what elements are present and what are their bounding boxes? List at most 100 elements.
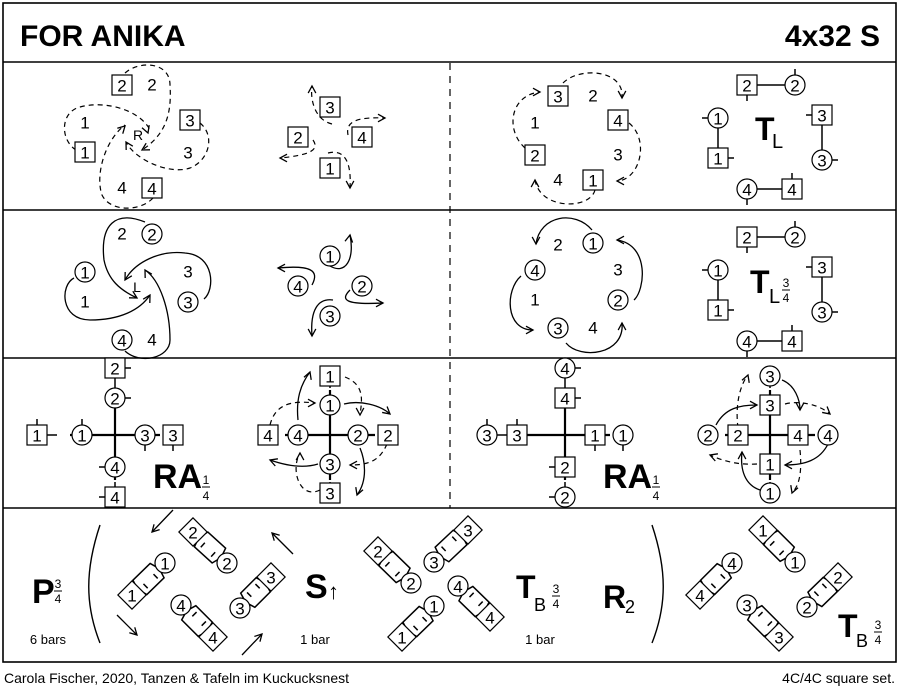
path-1 bbox=[535, 217, 593, 245]
arrow-head bbox=[355, 486, 364, 497]
facing-tick bbox=[254, 583, 261, 589]
arrow-head bbox=[276, 263, 286, 273]
facing-tick bbox=[710, 583, 717, 589]
path-dancer-3 bbox=[125, 122, 210, 171]
arrow-head bbox=[142, 293, 151, 304]
dancer-number: 4 bbox=[208, 629, 217, 648]
fraction-denominator: 4 bbox=[55, 592, 62, 606]
woman-circle bbox=[216, 552, 238, 574]
path-4 bbox=[347, 117, 386, 136]
dancer-number: 2 bbox=[530, 147, 539, 166]
dancer-number: 4 bbox=[742, 333, 751, 352]
row1-figure-b bbox=[279, 85, 386, 189]
row3-figure-d-paths bbox=[709, 374, 831, 494]
dancer-number: 4 bbox=[357, 129, 366, 148]
fraction-numerator: 1 bbox=[203, 473, 210, 487]
fraction-numerator: 3 bbox=[783, 276, 790, 290]
arrow-head bbox=[749, 400, 759, 410]
arrow-head bbox=[125, 140, 134, 151]
dancer-number: 2 bbox=[110, 360, 119, 379]
place-number: 2 bbox=[117, 225, 126, 244]
woman-circle bbox=[784, 551, 806, 573]
man-box bbox=[787, 424, 809, 446]
dancer-number: 2 bbox=[833, 569, 842, 588]
man-box bbox=[287, 126, 309, 148]
woman-circle bbox=[796, 596, 818, 618]
path-4-circle bbox=[296, 371, 311, 421]
path-1 bbox=[329, 234, 352, 270]
arrow-head bbox=[375, 298, 385, 308]
dancer-number: 1 bbox=[588, 172, 597, 191]
facing-tick bbox=[769, 540, 775, 547]
dancer-number: 2 bbox=[790, 77, 799, 96]
figure-letter: T bbox=[516, 569, 536, 605]
dancer-number: 1 bbox=[713, 302, 722, 321]
path-3-box bbox=[784, 402, 831, 415]
arrow-head bbox=[708, 453, 719, 462]
fraction-denominator: 4 bbox=[783, 291, 790, 305]
facing-tick bbox=[384, 561, 391, 567]
dancer-number: 4 bbox=[787, 333, 796, 352]
man-diamond bbox=[387, 622, 417, 652]
dancer-number: 4 bbox=[823, 427, 832, 446]
facing-tick bbox=[201, 620, 207, 627]
dancer-number: 2 bbox=[560, 489, 569, 508]
facing-tick bbox=[412, 625, 419, 631]
arrow-head bbox=[278, 153, 288, 163]
dancer-number: 1 bbox=[590, 427, 599, 446]
facing-tick bbox=[191, 611, 198, 617]
figure-letter: S bbox=[305, 568, 328, 606]
path-2 bbox=[279, 139, 316, 159]
dancer-number: 1 bbox=[588, 235, 597, 254]
man-diamond bbox=[453, 515, 483, 545]
arrow-head bbox=[344, 233, 354, 243]
fraction-numerator: 3 bbox=[55, 577, 62, 591]
dancer-number: 2 bbox=[222, 555, 231, 574]
man-diamond bbox=[178, 517, 208, 547]
dancer-number: 2 bbox=[293, 129, 302, 148]
dancer-number: 1 bbox=[758, 522, 767, 541]
arrow-head bbox=[144, 268, 153, 279]
facing-tick bbox=[477, 601, 484, 607]
direction-arrow bbox=[271, 532, 294, 555]
dancer-number: 4 bbox=[263, 427, 272, 446]
place-number: 1 bbox=[530, 114, 539, 133]
woman-circle bbox=[759, 482, 781, 504]
path-4-circle bbox=[784, 443, 829, 466]
man-diamond bbox=[823, 562, 853, 592]
dancer-number: 3 bbox=[553, 320, 562, 339]
row4-direction-arrows bbox=[116, 509, 294, 656]
dancer-number: 2 bbox=[742, 77, 751, 96]
dancer-number: 3 bbox=[325, 99, 334, 118]
dancer-number: 3 bbox=[140, 427, 149, 446]
path-2-circle bbox=[715, 404, 758, 426]
facing-tick bbox=[142, 583, 149, 589]
man-diamond bbox=[685, 580, 715, 610]
dancer-number: 4 bbox=[695, 587, 704, 606]
arrow-head bbox=[795, 402, 805, 412]
bars-label: 1 bar bbox=[525, 632, 555, 647]
dancer-number: 2 bbox=[613, 292, 622, 311]
arrow-head bbox=[530, 178, 540, 188]
row3-figure-b-paths bbox=[269, 371, 391, 496]
path-2 bbox=[344, 289, 384, 305]
man-diamond bbox=[764, 622, 794, 652]
arrow-head bbox=[271, 532, 280, 541]
arrow-head bbox=[348, 460, 358, 470]
dancer-number: 3 bbox=[553, 88, 562, 107]
man-diamond bbox=[748, 515, 778, 545]
woman-circle bbox=[111, 329, 133, 351]
facing-tick bbox=[821, 583, 828, 589]
figure-subscript: B bbox=[534, 595, 546, 615]
dancer-number: 2 bbox=[353, 427, 362, 446]
fraction-denominator: 4 bbox=[875, 633, 882, 647]
dancer-number: 3 bbox=[765, 397, 774, 416]
bars-label: 6 bars bbox=[30, 632, 67, 647]
path-3 bbox=[310, 85, 333, 125]
path-2 bbox=[512, 91, 541, 149]
man-box bbox=[111, 74, 133, 96]
dance-title: FOR ANIKA bbox=[20, 20, 186, 53]
dancer-number: 3 bbox=[512, 427, 521, 446]
